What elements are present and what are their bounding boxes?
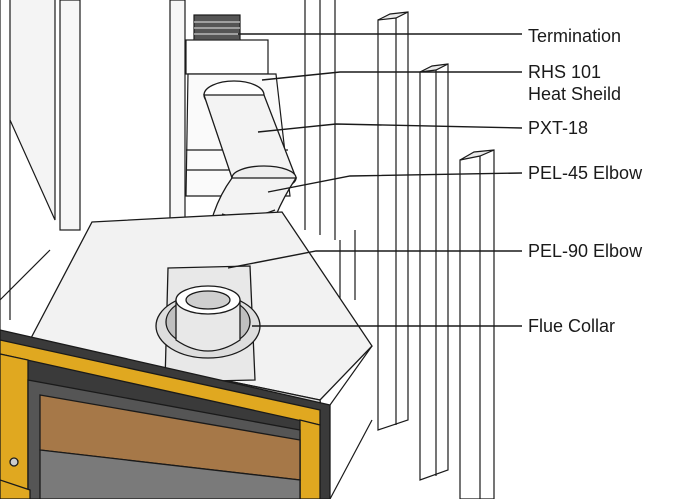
wall-framing bbox=[0, 0, 336, 499]
leader-lines bbox=[227, 33, 523, 327]
termination-cap bbox=[185, 14, 269, 75]
label-pxt-18: PXT-18 bbox=[528, 118, 589, 138]
label-rhs-101-heat-shield: RHS 101 Heat Sheild bbox=[528, 61, 621, 105]
wall-line bbox=[329, 419, 373, 499]
leader-pxt bbox=[257, 123, 523, 133]
leader-rhs bbox=[261, 71, 522, 81]
leader-pel45 bbox=[267, 172, 523, 193]
right-studs bbox=[339, 11, 495, 499]
flue-collar bbox=[175, 285, 241, 352]
leader-pel90 bbox=[227, 250, 522, 269]
label-rhs-line2: Heat Sheild bbox=[528, 84, 622, 104]
label-termination: Termination bbox=[528, 26, 622, 46]
label-pel-90-elbow: PEL-90 Elbow bbox=[528, 241, 643, 261]
fireplace-front bbox=[0, 329, 331, 499]
label-rhs-line1: RHS 101 bbox=[528, 62, 602, 82]
label-flue-collar: Flue Collar bbox=[528, 316, 616, 336]
wall-line bbox=[329, 345, 373, 406]
label-pel-45-elbow: PEL-45 Elbow bbox=[528, 163, 643, 183]
